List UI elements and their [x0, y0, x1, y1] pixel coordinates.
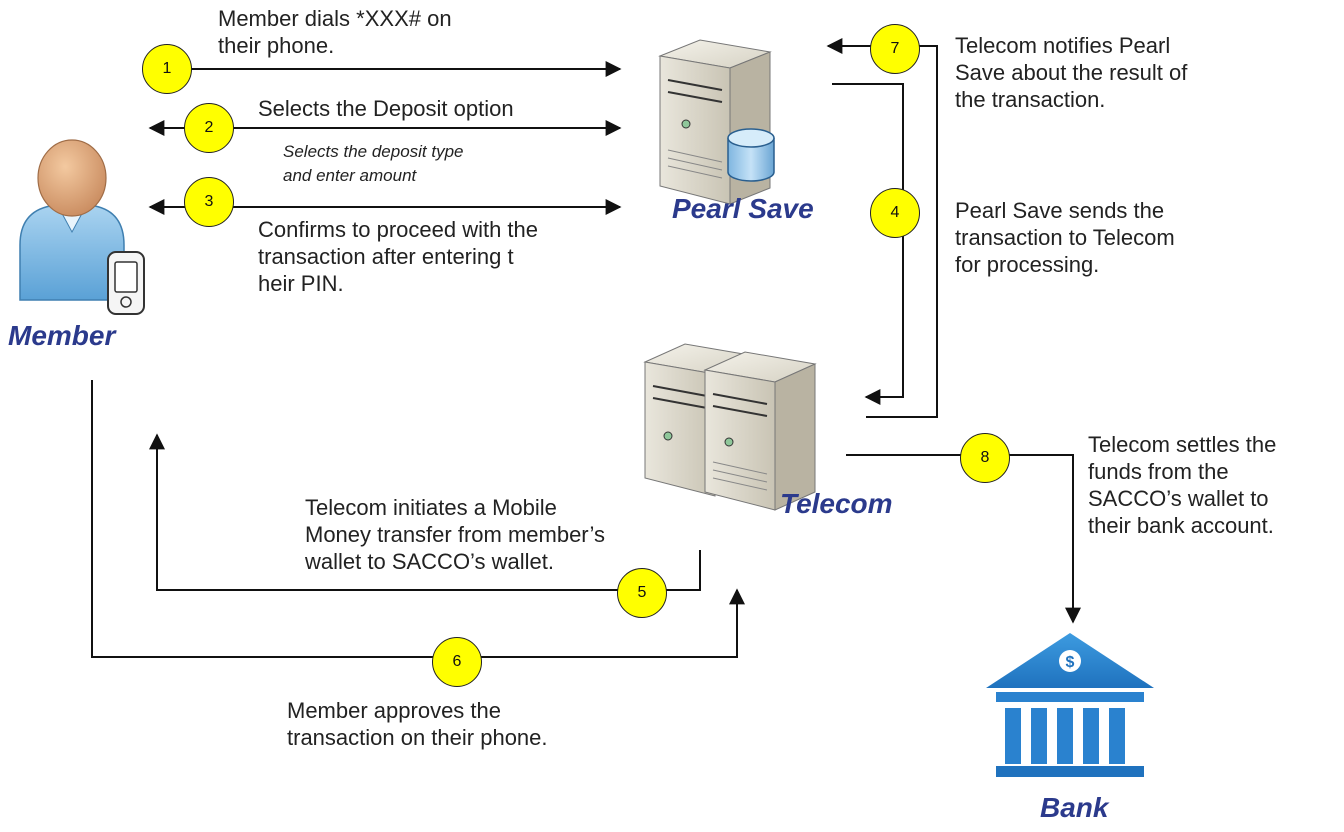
- step-2-subtext: Selects the deposit type and enter amoun…: [283, 142, 464, 185]
- step-badge-6: 6: [432, 637, 482, 687]
- arrow-step-5: [149, 433, 701, 591]
- database-icon: [727, 128, 775, 182]
- member-label: Member: [8, 320, 116, 351]
- svg-text:$: $: [1066, 654, 1075, 671]
- telecom-servers-icon: [643, 343, 817, 511]
- step-3-text: Confirms to proceed with the transaction…: [258, 217, 539, 296]
- step-6-text: Member approves the transaction on their…: [287, 698, 548, 750]
- step-badge-3: 3: [184, 177, 234, 227]
- dollar-icon: $: [1059, 650, 1081, 672]
- phone-icon: [107, 251, 145, 315]
- arrow-step-6: [91, 380, 745, 658]
- step-1-text: Member dials *XXX# on their phone.: [218, 6, 452, 58]
- step-badge-4: 4: [870, 188, 920, 238]
- step-4-text: Pearl Save sends the transaction to Tele…: [955, 198, 1175, 277]
- step-badge-8: 8: [960, 433, 1010, 483]
- step-2-text: Selects the Deposit option: [258, 96, 514, 121]
- bank-label: Bank: [1040, 792, 1109, 823]
- step-7-text: Telecom notifies Pearl Save about the re…: [955, 33, 1188, 112]
- arrow-step-8: [846, 454, 1081, 624]
- step-badge-1: 1: [142, 44, 192, 94]
- step-badge-5: 5: [617, 568, 667, 618]
- pearl-save-label: Pearl Save: [672, 193, 814, 224]
- step-5-text: Telecom initiates a Mobile Money transfe…: [305, 495, 605, 574]
- member-person-icon: [19, 139, 125, 301]
- step-badge-7: 7: [870, 24, 920, 74]
- arrow-step-4: [832, 83, 904, 405]
- step-8-text: Telecom settles the funds from the SACCO…: [1088, 432, 1277, 538]
- step-badge-2: 2: [184, 103, 234, 153]
- telecom-label: Telecom: [780, 488, 893, 519]
